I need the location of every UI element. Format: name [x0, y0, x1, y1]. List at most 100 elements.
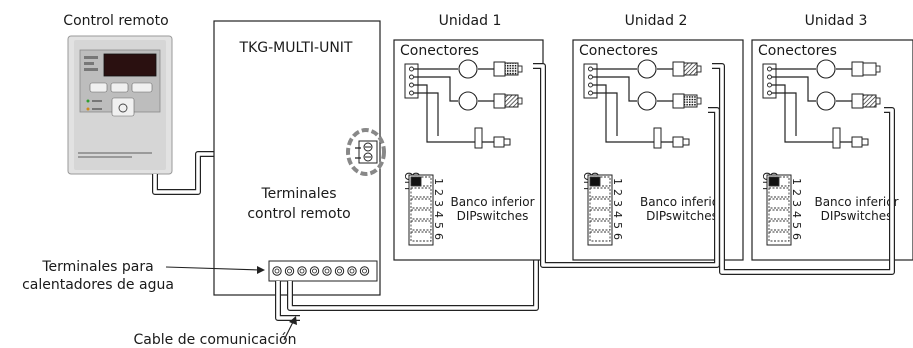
- dip-switch: [410, 187, 432, 198]
- remote-terminals-label-1: Terminales: [260, 186, 336, 202]
- dip-switch: [410, 231, 432, 242]
- dip-switch: [589, 220, 611, 231]
- dip-number: 5: [611, 222, 624, 229]
- resistor-element: [653, 127, 662, 149]
- dip-bank-label-1: Banco inferior: [450, 195, 534, 209]
- plug-head: [504, 62, 519, 76]
- dip-switch: [768, 198, 790, 209]
- round-connector: [458, 91, 478, 111]
- remote-control-label: Control remoto: [63, 13, 168, 29]
- small-plug: [672, 136, 684, 148]
- round-connector: [816, 59, 836, 79]
- unit-title: Unidad 1: [439, 13, 502, 29]
- dip-switch: [768, 231, 790, 242]
- multi-unit-title: TKG-MULTI-UNIT: [239, 40, 353, 56]
- remote-terminals-label-2: control remoto: [247, 206, 350, 222]
- round-connector: [637, 59, 657, 79]
- heater-terminal-strip: [268, 260, 378, 282]
- dip-switch: [589, 231, 611, 242]
- dip-number: 2: [611, 189, 624, 196]
- terminal-screw: [309, 266, 320, 276]
- dip-switch-on: [410, 176, 422, 187]
- plug-socket: [851, 93, 864, 109]
- dip-number: 4: [611, 211, 624, 218]
- dip-number: 2: [432, 189, 445, 196]
- connector-terminal-block: [762, 63, 777, 99]
- connector-terminal-block: [404, 63, 419, 99]
- dip-switch: [410, 198, 432, 209]
- dip-number: 4: [432, 211, 445, 218]
- dip-bank-label-2: DIPswitches: [821, 209, 893, 223]
- dip-bank-label-2: DIPswitches: [646, 209, 718, 223]
- plug-head: [862, 94, 877, 108]
- connector-wiring: [414, 68, 494, 143]
- dip-number: 1: [790, 178, 803, 185]
- small-plug: [493, 136, 505, 148]
- dip-switch: [589, 187, 611, 198]
- unit-title: Unidad 2: [625, 13, 688, 29]
- plug-socket: [493, 61, 506, 77]
- dip-switch: [589, 209, 611, 220]
- connector-terminal-block: [583, 63, 598, 99]
- dip-switch-on: [589, 176, 601, 187]
- plug-socket: [672, 93, 685, 109]
- terminal-screw: [272, 266, 282, 276]
- dip-number: 1: [611, 178, 624, 185]
- comm-cable-label: Cable de comunicación: [134, 332, 297, 348]
- dip-number: 2: [790, 189, 803, 196]
- terminal-screw: [284, 266, 295, 276]
- heater-terminals-label-2: calentadores de agua: [22, 277, 174, 293]
- plug-socket: [672, 61, 685, 77]
- dip-number: 4: [790, 211, 803, 218]
- dip-number: 1: [432, 178, 445, 185]
- dip-number: 6: [611, 233, 624, 240]
- dip-number: 3: [790, 200, 803, 207]
- dip-switch: [768, 209, 790, 220]
- dip-bank-label-1: Banco inferior: [814, 195, 898, 209]
- dip-number: 6: [790, 233, 803, 240]
- remote-control-icon: [67, 35, 173, 175]
- terminal-screw: [359, 266, 370, 276]
- resistor-element: [832, 127, 841, 149]
- plug-socket: [493, 93, 506, 109]
- unit-1: Unidad 1ConectoresOFFON123456Banco infer…: [393, 13, 544, 261]
- round-connector: [458, 59, 478, 79]
- dip-number: 6: [432, 233, 445, 240]
- connector-wiring: [772, 68, 852, 143]
- small-plug: [851, 136, 863, 148]
- dip-number: 3: [611, 200, 624, 207]
- unit-3: Unidad 3ConectoresOFFON123456Banco infer…: [751, 13, 913, 261]
- multi-unit-box: [213, 20, 381, 296]
- plug-head: [504, 94, 519, 108]
- dip-bank-label-1: Banco inferior: [640, 195, 724, 209]
- plug-head: [683, 62, 698, 76]
- terminal-screw: [347, 266, 357, 276]
- connectors-label: Conectores: [579, 43, 658, 59]
- dip-switch: [589, 198, 611, 209]
- dip-switch: [768, 220, 790, 231]
- terminal-screw: [322, 266, 332, 276]
- dip-switch: [768, 187, 790, 198]
- plug-socket: [851, 61, 864, 77]
- connectors-label: Conectores: [400, 43, 479, 59]
- dip-switch-on: [768, 176, 780, 187]
- dip-switch: [410, 220, 432, 231]
- remote-terminals: [346, 128, 386, 176]
- connectors-label: Conectores: [758, 43, 837, 59]
- dip-switch: [410, 209, 432, 220]
- terminal-screw: [334, 266, 345, 276]
- dip-number: 5: [790, 222, 803, 229]
- dip-number: 3: [432, 200, 445, 207]
- plug-head: [862, 62, 877, 76]
- unit-title: Unidad 3: [805, 13, 868, 29]
- plug-head: [683, 94, 698, 108]
- heater-terminals-label-1: Terminales para: [41, 259, 153, 275]
- dip-number: 5: [432, 222, 445, 229]
- connector-wiring: [593, 68, 673, 143]
- resistor-element: [474, 127, 483, 149]
- round-connector: [816, 91, 836, 111]
- terminal-screw: [297, 266, 307, 276]
- round-connector: [637, 91, 657, 111]
- dip-bank-label-2: DIPswitches: [457, 209, 529, 223]
